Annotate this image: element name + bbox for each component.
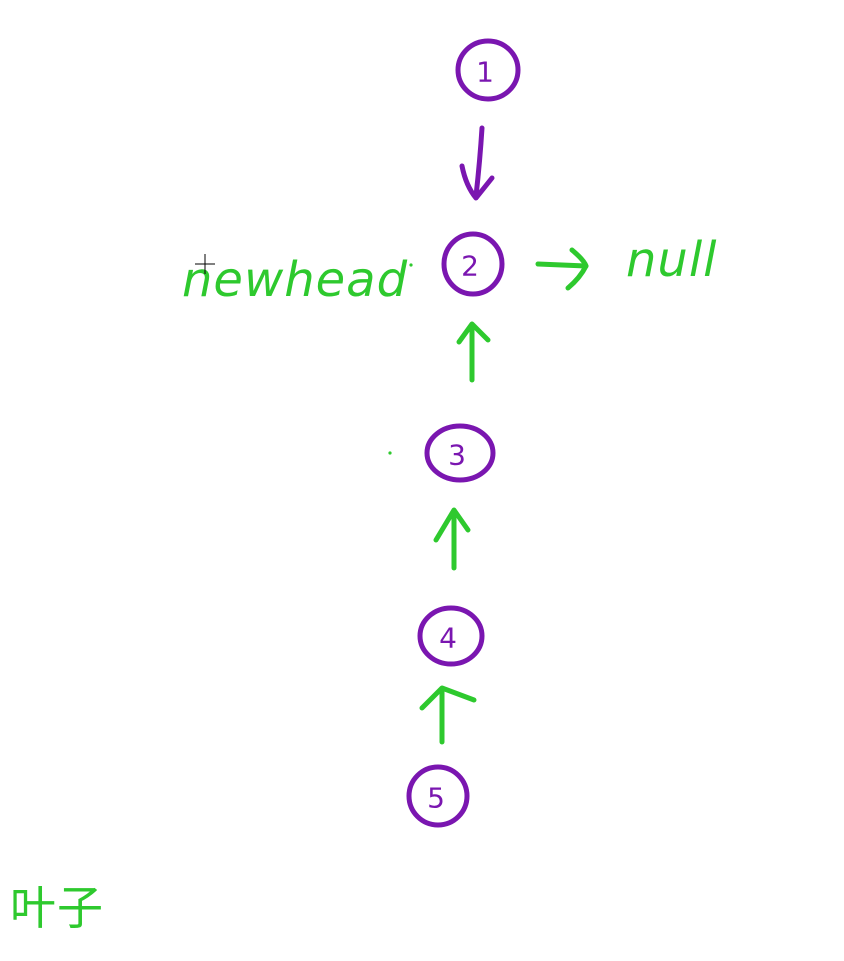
node-4-circle — [417, 605, 485, 667]
node-5: 5 — [406, 764, 470, 828]
node-1: 1 — [455, 38, 521, 102]
corner-label: 叶子 — [10, 881, 104, 935]
node-3-label: 3 — [448, 439, 466, 472]
node-1-label: 1 — [476, 56, 494, 89]
crosshair-cursor-icon — [195, 254, 215, 274]
null-label: null — [626, 232, 718, 288]
node-5-label: 5 — [427, 782, 445, 815]
node-1-circle — [455, 38, 521, 102]
node-4-label: 4 — [439, 622, 457, 655]
node-3-circle — [424, 423, 496, 483]
newhead-label: newhead — [182, 252, 408, 308]
node-2-label: 2 — [461, 250, 479, 283]
arrow-3-to-2 — [456, 321, 491, 383]
arrow-1-to-2 — [459, 125, 495, 201]
arrow-5-to-4 — [419, 685, 477, 745]
node-5-circle — [406, 764, 470, 828]
node-2: 2 — [441, 231, 505, 297]
node-4: 4 — [417, 605, 485, 667]
arrow-4-to-3 — [433, 507, 471, 571]
node-3: 3 — [424, 423, 496, 483]
node-2-circle — [441, 231, 505, 297]
arrow-2-to-null — [535, 247, 589, 291]
stray-marks — [388, 263, 413, 455]
